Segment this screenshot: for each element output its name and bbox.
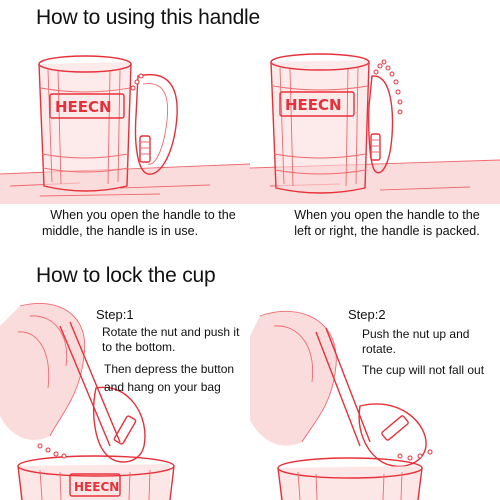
caption-line: middle, the handle is in use.: [42, 224, 199, 238]
step2-instructions: Step:2 Push the nut up and rotate. The c…: [348, 307, 498, 378]
step1-line: Rotate the nut and push it: [102, 325, 240, 339]
cup-brand-label-step1: HEECN: [74, 480, 119, 494]
caption-line: When you open the handle to the: [294, 208, 480, 222]
lock-step1-photo: HEECN: [0, 303, 175, 500]
lock-step2-photo: [250, 310, 433, 500]
section-heading-handle: How to using this handle: [36, 6, 261, 29]
step2-line: The cup will not fall out: [362, 363, 485, 377]
step2-title: Step:2: [348, 307, 386, 322]
step1-line: to the bottom.: [102, 340, 176, 354]
caption-line: When you open the handle to the: [50, 208, 236, 222]
step1-instructions: Step:1 Rotate the nut and push it to the…: [96, 307, 256, 395]
step1-title: Step:1: [96, 307, 134, 322]
mug-brand-label: HEECN: [55, 98, 112, 116]
caption-handle-packed: When you open the handle to the left or …: [278, 207, 496, 239]
mug-handle-packed-photo: HEECN: [250, 53, 500, 204]
caption-line: left or right, the handle is packed.: [294, 224, 480, 238]
step2-line: rotate.: [362, 342, 397, 356]
caption-handle-in-use: When you open the handle to the middle, …: [28, 207, 258, 239]
mug-handle-in-use-photo: HEECN: [0, 55, 250, 204]
step1-line: Then depress the button: [104, 362, 235, 376]
section-heading-lock: How to lock the cup: [36, 264, 216, 287]
step1-line: and hang on your bag: [104, 380, 221, 394]
mug-brand-label-packed: HEECN: [285, 96, 342, 114]
step2-line: Push the nut up and: [362, 327, 470, 341]
